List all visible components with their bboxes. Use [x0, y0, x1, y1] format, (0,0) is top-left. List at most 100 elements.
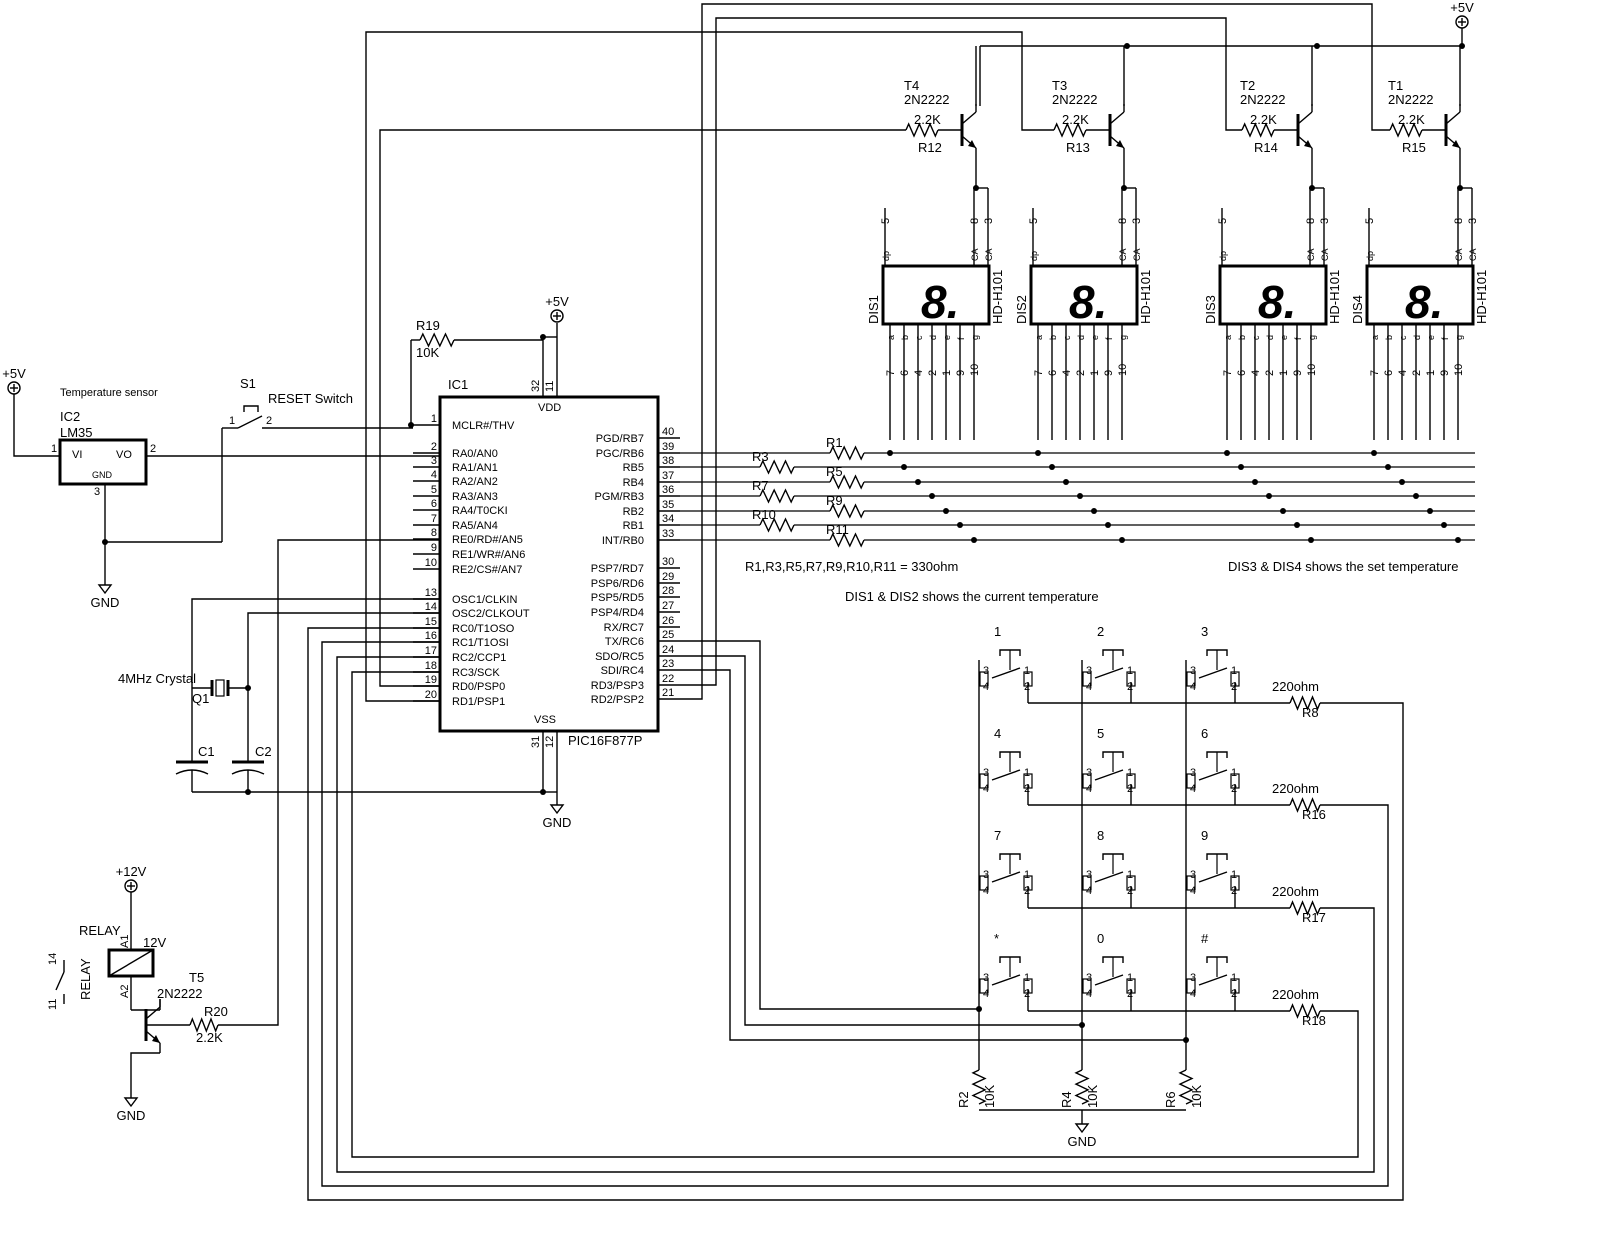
pin-number: 1: [1024, 767, 1030, 779]
resistor: [905, 122, 939, 138]
display-ref: DIS3: [1203, 295, 1218, 324]
pin-number: 40: [662, 426, 674, 438]
pin-number: 2: [1231, 988, 1237, 1000]
pin-name: dp: [1029, 251, 1039, 261]
segment-name: c: [1398, 335, 1408, 340]
pin-number: 3: [1086, 767, 1092, 779]
relay-contact-label: RELAY: [78, 958, 93, 1000]
relay-title: RELAY: [79, 923, 121, 938]
pin-number: 3: [1190, 767, 1196, 779]
junction-dot: [1266, 493, 1272, 499]
pin-number: 12: [544, 736, 556, 748]
pin-number: 6: [431, 498, 437, 510]
display-part: HD-H101: [990, 270, 1005, 324]
resistor-ref: R9: [826, 493, 843, 508]
resistor: [971, 1069, 987, 1105]
segment-name: f: [1104, 337, 1114, 340]
pin-name: RB5: [623, 462, 644, 474]
gnd-label: GND: [117, 1108, 146, 1123]
junction-dot: [915, 479, 921, 485]
junction-dot: [1294, 522, 1300, 528]
resistor-ref: R6: [1163, 1091, 1178, 1108]
pin-number: 5: [1028, 218, 1040, 224]
pin-number: 1: [431, 413, 437, 425]
pin-number: 6: [899, 370, 911, 376]
pin-name: RA3/AN3: [452, 491, 498, 503]
pin-number: 7: [1369, 370, 1381, 376]
display-ref: DIS2: [1014, 295, 1029, 324]
key-label: 7: [994, 828, 1001, 843]
resistor-ref: R4: [1059, 1091, 1074, 1108]
pin-number: 9: [1103, 370, 1115, 376]
power-label: +5V: [2, 366, 26, 381]
s1-ref: S1: [240, 376, 256, 391]
resistor-ref: R5: [826, 464, 843, 479]
junction-dot: [540, 334, 546, 340]
pin-number: 3: [1086, 869, 1092, 881]
pin-number: 37: [662, 470, 674, 482]
pin-number: 8: [1117, 218, 1129, 224]
emitter-arrow: [968, 140, 976, 148]
crystal-ref: Q1: [192, 691, 209, 706]
pin-number: 36: [662, 484, 674, 496]
resistor-ref: R2: [956, 1091, 971, 1108]
s1-label: RESET Switch: [268, 391, 353, 406]
resistor: [759, 459, 795, 475]
r20-ref: R20: [204, 1004, 228, 1019]
pin-name: PSP7/RD7: [591, 563, 644, 575]
transistor-ref: T1: [1388, 78, 1403, 93]
pin-number: 4: [1250, 370, 1262, 376]
pin-number: 5: [880, 218, 892, 224]
display-body: [1365, 264, 1475, 326]
pin-number: 39: [662, 441, 674, 453]
emitter-arrow: [152, 1035, 160, 1043]
resistor-value: 2.2K: [914, 112, 941, 127]
junction-dot: [1314, 43, 1320, 49]
pin-number: 3: [431, 455, 437, 467]
pin-name: RC0/T1OSO: [452, 623, 515, 635]
pin-number: 10: [1453, 364, 1465, 376]
resistor-ref: R15: [1402, 140, 1426, 155]
junction-dot: [1280, 508, 1286, 514]
pin-number: 2: [1024, 885, 1030, 897]
junction-dot: [929, 493, 935, 499]
ground-symbol: [1074, 1123, 1090, 1134]
resistor: [1241, 122, 1275, 138]
pin-number: 35: [662, 499, 674, 511]
pin-number: 8: [431, 527, 437, 539]
segment-name: a: [1370, 335, 1380, 340]
pin-name: SDI/RC4: [601, 665, 644, 677]
pin-number: 4: [983, 783, 989, 795]
pin-number: 2: [1231, 885, 1237, 897]
pin-number: 10: [1117, 364, 1129, 376]
segment-name: c: [1251, 335, 1261, 340]
pin-number: 4: [1397, 370, 1409, 376]
resistor: [1389, 122, 1423, 138]
r19-ref: R19: [416, 318, 440, 333]
segment-name: c: [914, 335, 924, 340]
pin-name: RX/RC7: [604, 622, 644, 634]
emitter-arrow: [1116, 140, 1124, 148]
pin-number: 4: [1190, 783, 1196, 795]
note-current-temp: DIS1 & DIS2 shows the current temperatur…: [845, 589, 1099, 604]
c1-ref: C1: [198, 744, 215, 759]
relay-circuit: +12VRELAY12VA1A2RELAY1411GNDT52N2222R202…: [47, 539, 440, 1123]
resistor: [189, 1017, 219, 1033]
transistor-ref: T3: [1052, 78, 1067, 93]
resistor-value: 220ohm: [1272, 781, 1319, 796]
key-label: 5: [1097, 726, 1104, 741]
pin-number: 33: [662, 528, 674, 540]
switch-pad: [1082, 978, 1092, 994]
display-digit: 8.: [1069, 276, 1107, 328]
pin-number: 9: [1439, 370, 1451, 376]
t5-part: 2N2222: [157, 986, 203, 1001]
